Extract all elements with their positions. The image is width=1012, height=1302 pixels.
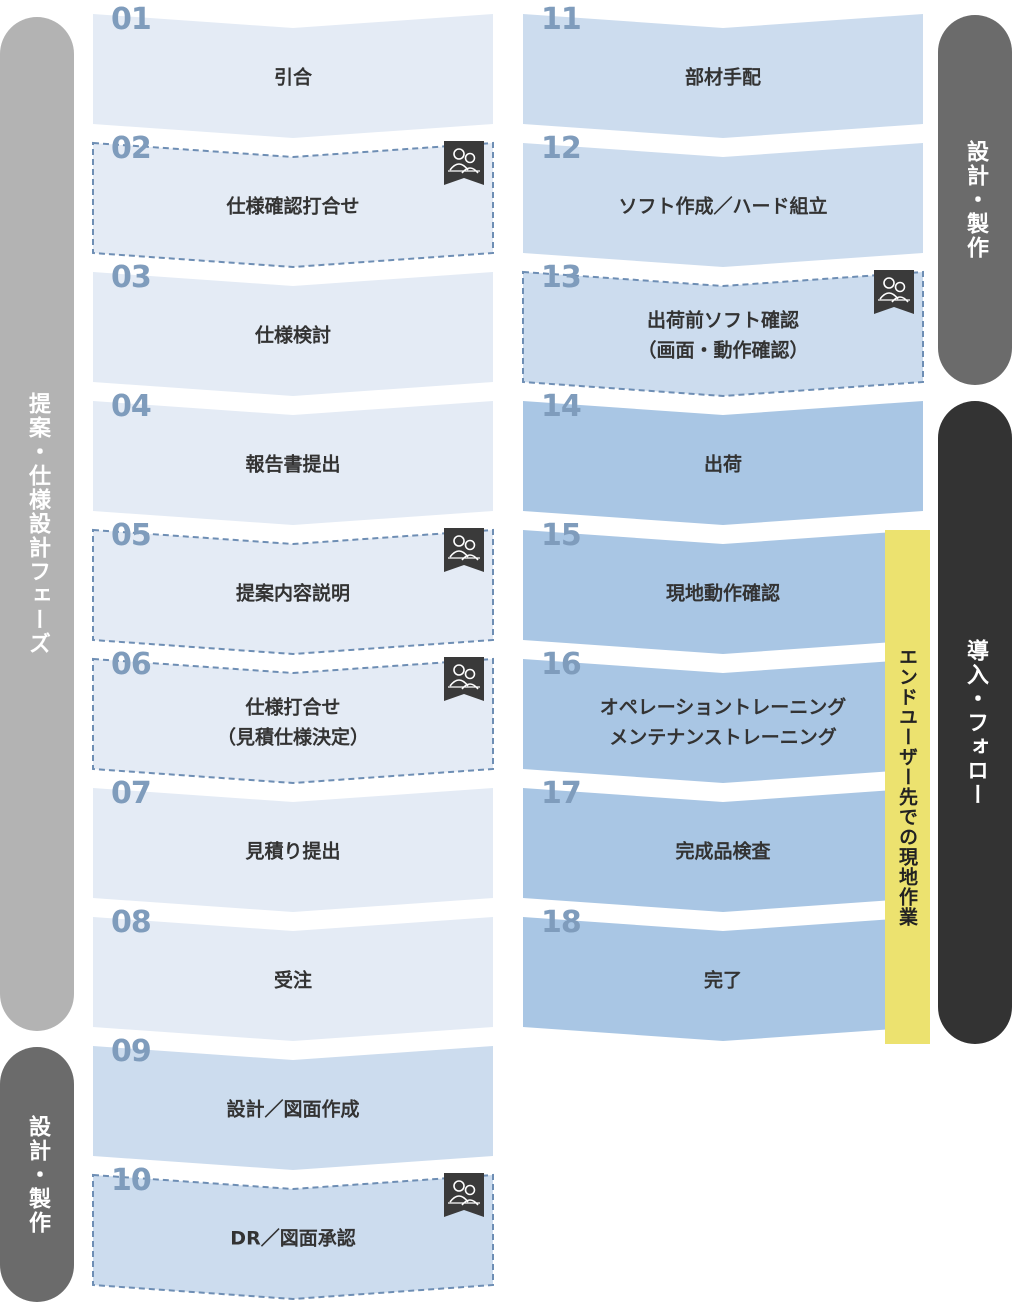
onsite-work-band: エンドユーザー先での現地作業 xyxy=(885,530,930,1044)
phase-proposal-label: 提案・仕様設計フェーズ xyxy=(25,392,50,656)
step-shape xyxy=(93,272,493,396)
step-shape xyxy=(522,270,924,398)
step-shape xyxy=(523,143,923,267)
step-number: 06 xyxy=(111,647,151,682)
step-06: 06 仕様打合せ （見積仕様決定） xyxy=(92,647,494,785)
step-label: オペレーショントレーニング xyxy=(600,696,847,719)
step-label: 出荷前ソフト確認 xyxy=(647,309,799,332)
step-label: 報告書提出 xyxy=(245,453,340,476)
step-number: 09 xyxy=(111,1034,151,1069)
step-shape xyxy=(93,917,493,1041)
phase-design-right-label: 設計・製作 xyxy=(963,140,988,260)
step-15: 15 現地動作確認 xyxy=(523,518,923,654)
step-11: 11 部材手配 xyxy=(523,2,923,138)
step-shape xyxy=(523,14,923,138)
step-label: 提案内容説明 xyxy=(236,582,350,605)
phase-design-left-label: 設計・製作 xyxy=(25,1114,50,1235)
step-number: 11 xyxy=(541,2,581,37)
step-number: 08 xyxy=(111,905,151,940)
step-number: 18 xyxy=(541,905,581,940)
step-shape xyxy=(93,14,493,138)
step-label: （見積仕様決定） xyxy=(217,726,369,749)
step-18: 18 完了 xyxy=(523,905,923,1041)
step-shape xyxy=(523,788,923,912)
step-shape xyxy=(523,917,923,1041)
step-12: 12 ソフト作成／ハード組立 xyxy=(523,131,923,267)
step-label: 部材手配 xyxy=(685,66,761,89)
step-number: 17 xyxy=(541,776,581,811)
step-number: 15 xyxy=(541,518,581,553)
meeting-icon xyxy=(444,1173,484,1217)
step-shape xyxy=(523,530,923,654)
step-label: 仕様検討 xyxy=(254,324,331,347)
step-label: 設計／図面作成 xyxy=(226,1098,359,1121)
step-shape xyxy=(93,401,493,525)
step-label: （画面・動作確認） xyxy=(637,339,808,362)
meeting-icon xyxy=(444,657,484,701)
step-shape xyxy=(523,659,923,783)
step-number: 07 xyxy=(111,776,151,811)
step-shape xyxy=(92,657,494,785)
phase-proposal: 提案・仕様設計フェーズ xyxy=(0,17,74,1031)
step-number: 05 xyxy=(111,518,151,553)
step-number: 01 xyxy=(111,2,151,37)
step-shape xyxy=(523,401,923,525)
step-14: 14 出荷 xyxy=(523,389,923,525)
step-03: 03 仕様検討 xyxy=(93,260,493,396)
step-number: 13 xyxy=(541,260,581,295)
step-shape xyxy=(92,528,494,656)
step-label: 完了 xyxy=(704,969,742,992)
meeting-icon xyxy=(444,141,484,185)
phase-install-label: 導入・フォロー xyxy=(963,638,988,807)
step-02: 02 仕様確認打合せ xyxy=(92,131,494,269)
step-label: 受注 xyxy=(274,969,312,992)
step-label: 完成品検査 xyxy=(675,840,771,863)
step-number: 04 xyxy=(111,389,151,424)
step-04: 04 報告書提出 xyxy=(93,389,493,525)
step-label: 引合 xyxy=(274,66,313,89)
step-label: 仕様確認打合せ xyxy=(225,195,359,218)
step-shape xyxy=(93,1046,493,1170)
step-shape xyxy=(92,141,494,269)
step-label: 見積り提出 xyxy=(245,840,340,863)
step-label: メンテナンストレーニング xyxy=(609,726,837,749)
step-09: 09 設計／図面作成 xyxy=(93,1034,493,1170)
phase-design-right: 設計・製作 xyxy=(938,15,1012,385)
step-07: 07 見積り提出 xyxy=(93,776,493,912)
step-label: DR／図面承認 xyxy=(230,1227,355,1250)
onsite-work-label: エンドユーザー先での現地作業 xyxy=(896,647,918,927)
step-shape xyxy=(93,788,493,912)
step-label: 現地動作確認 xyxy=(666,582,780,605)
step-05: 05 提案内容説明 xyxy=(92,518,494,656)
step-number: 16 xyxy=(541,647,581,682)
step-17: 17 完成品検査 xyxy=(523,776,923,912)
meeting-icon xyxy=(444,528,484,572)
phase-install: 導入・フォロー xyxy=(938,401,1012,1044)
step-01: 01 引合 xyxy=(93,2,493,138)
step-number: 02 xyxy=(111,131,151,166)
step-13: 13 出荷前ソフト確認 （画面・動作確認） xyxy=(522,260,924,398)
step-number: 12 xyxy=(541,131,581,166)
step-08: 08 受注 xyxy=(93,905,493,1041)
phase-design-left: 設計・製作 xyxy=(0,1047,74,1302)
step-number: 03 xyxy=(111,260,151,295)
step-number: 14 xyxy=(541,389,581,424)
step-label: ソフト作成／ハード組立 xyxy=(618,195,827,218)
step-shape xyxy=(92,1173,494,1301)
step-number: 10 xyxy=(111,1163,151,1198)
meeting-icon xyxy=(874,270,914,314)
step-label: 出荷 xyxy=(704,453,742,476)
step-label: 仕様打合せ xyxy=(244,696,340,719)
